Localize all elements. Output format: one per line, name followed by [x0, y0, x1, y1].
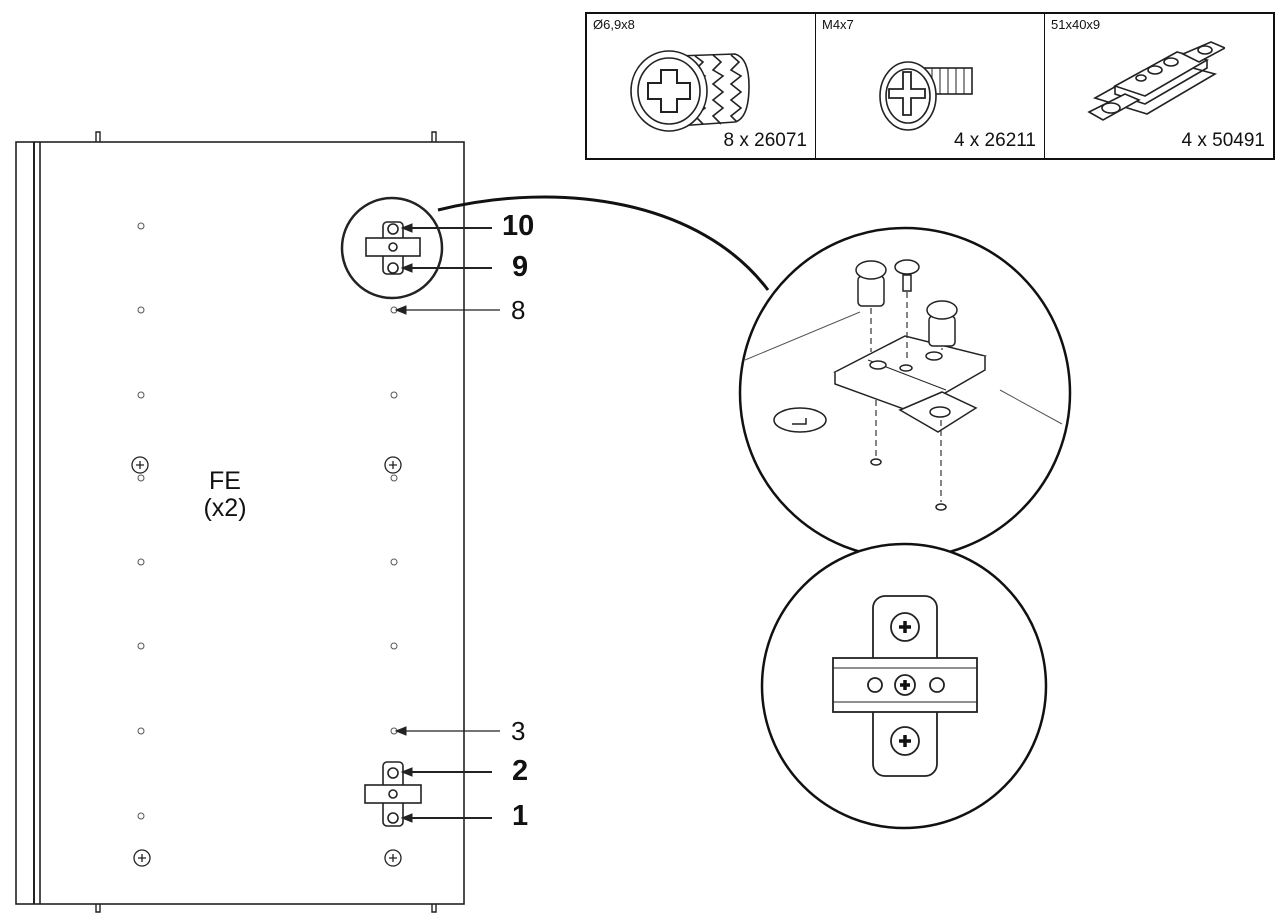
panel-code: FE [209, 467, 241, 495]
part-dimension: 51x40x9 [1051, 17, 1101, 32]
callout-10: 10 [502, 210, 535, 242]
callout-8: 8 [511, 295, 526, 325]
callout-leaders [394, 223, 500, 823]
panel-label: FE (x2) [190, 468, 260, 522]
part-quantity: 4 x 26211 [953, 130, 1036, 151]
part-cell-screw: M4x7 4 x 26211 [816, 14, 1045, 158]
parts-table: Ø6,9x8 8 x 26071 M4x7 [585, 12, 1275, 160]
top-hinge-plate [340, 196, 444, 300]
plan-view-detail-circle [760, 542, 1048, 830]
cam-dowel-icon [630, 50, 750, 132]
edge-pegs [95, 131, 437, 913]
hinge-mounting-plate-icon [1087, 41, 1225, 121]
part-cell-dowel: Ø6,9x8 8 x 26071 [587, 14, 816, 158]
callout-2: 2 [512, 755, 529, 787]
bottom-hinge-plate [364, 761, 422, 827]
shelf-pin-holes [137, 222, 398, 820]
machine-screw-icon [879, 61, 973, 131]
panel-dowel-markers [131, 456, 402, 867]
callout-9: 9 [512, 251, 529, 283]
part-dimension: Ø6,9x8 [593, 17, 635, 32]
part-dimension: M4x7 [822, 17, 854, 32]
exploded-detail-circle [738, 226, 1072, 560]
callout-3: 3 [511, 716, 526, 746]
part-quantity: 8 x 26071 [723, 130, 807, 151]
door-panel [15, 141, 465, 905]
zoom-connector [437, 195, 770, 291]
panel-count: (x2) [203, 494, 247, 522]
part-quantity: 4 x 50491 [1181, 130, 1265, 151]
callout-1: 1 [512, 800, 529, 832]
part-cell-plate: 51x40x9 4 x 50491 [1045, 14, 1273, 158]
